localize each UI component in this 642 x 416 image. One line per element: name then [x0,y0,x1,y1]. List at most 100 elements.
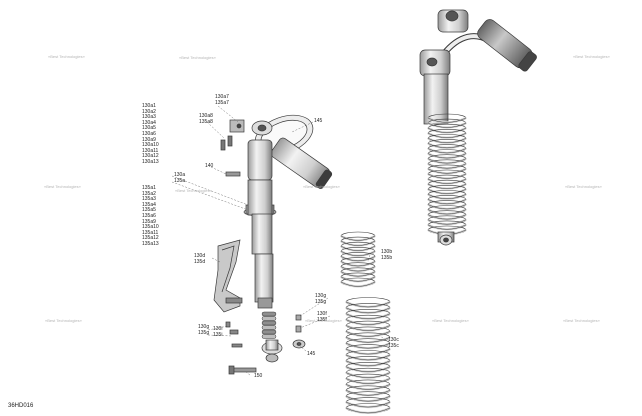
spring-130b-coil-edge [340,266,376,272]
spring-130c-coil-edge [345,366,391,372]
spring-130c-coil-edge [345,348,391,355]
assembled-spring-coil-edge [427,194,467,200]
spring-130c [345,297,391,415]
part-label: 135a7 [215,100,229,106]
spring-130c-coil-edge [345,313,391,319]
part-label: 130a8 [199,113,213,119]
part-label: 130g [315,293,327,299]
assembled-spring-coil-edge [427,209,467,215]
part-label: 130i [213,326,223,332]
part-label: 135a5 [142,207,156,214]
bump-stop-ridge [261,329,277,335]
part-label: 135a12 [142,235,159,242]
bump-stop [261,311,277,339]
part-label: 130a10 [142,142,159,149]
part-label: 135a2 [142,190,156,197]
part-label: 130a7 [215,94,229,100]
watermark: «Best Technologies» [565,184,602,189]
part-label: 135a13 [142,240,159,247]
part-label: 135a8 [199,119,213,125]
watermark: «Best Technologies» [563,318,600,323]
leader-lines [171,105,387,376]
assembled-spring-coil-edge [427,224,467,230]
part-label: 130a5 [142,125,156,132]
spring-130b-coil-edge [340,281,376,287]
part-label: 130a4 [142,119,156,126]
spring-130c-coil-edge [345,325,391,331]
part-label: 135f [317,317,327,323]
watermark: «Best Technologies» [45,318,82,323]
part-label: 130a2 [142,108,156,115]
part-label: 130a9 [142,136,156,143]
assembled-spring-coil-edge [427,148,467,154]
assembled-spring-coil-edge [427,133,467,138]
spring-130b-coil-edge [340,276,376,282]
part-label: 145 [307,351,316,357]
part-label: 135a1 [142,185,156,191]
spring-130c-coil-edge [345,390,391,396]
spring-130c-coil-edge [345,319,391,325]
assembled-spring-coil-edge [427,163,467,169]
spring-130c-coil-edge [345,360,391,367]
spring-130c-coil-edge [345,337,391,343]
spring-130c-coil-edge [345,301,391,308]
part-label: 140 [205,163,214,169]
spring-130c-coil-edge [345,378,391,384]
part-label: 150 [254,373,263,379]
part-label: 130c [388,337,399,343]
part-label: 135i [213,332,223,338]
spring-130b-coil-edge [340,256,376,262]
part-label: 130g [198,324,210,330]
watermark: «Best Technologies» [175,188,212,193]
part-label: 130d [194,253,206,259]
assembled-spring-coil-edge [427,168,467,174]
assembled-spring [427,113,467,236]
part-label: 130f [317,311,327,317]
watermark: «Best Technologies» [44,184,81,189]
assembled-spring-coil-edge [427,219,467,225]
part-label: 130a12 [142,153,159,160]
assembled-spring-coil-edge [427,122,467,128]
assembled-spring-coil-edge [427,143,467,149]
part-label: 135c [388,343,399,349]
assembled-spring-coil-edge [427,199,467,205]
assembled-spring-coil-edge [427,158,467,164]
assembled-spring-coil-edge [427,173,467,179]
spring-guide-bracket [213,239,243,313]
assembled-spring-coil-edge [427,153,467,159]
spring-130b-coil-edge [340,271,376,277]
spring-130b-coil-edge [340,240,376,246]
assembled-spring-coil-edge [427,138,467,144]
part-label: 135g [315,299,327,305]
part-label: 135a10 [142,224,159,231]
exploded-shock-body [220,114,333,375]
spring-130b-coil-edge [340,245,376,251]
bump-stop-ridge [261,325,277,330]
part-label: 130a [174,172,186,178]
spring-130c-coil-edge [345,331,391,337]
watermark: «Best Technologies» [179,55,216,60]
part-label: 135a [174,178,186,184]
spring-130c-coil-edge [345,307,391,314]
part-label: 130a11 [142,147,159,154]
assembled-spring-coil-edge [427,117,467,123]
spring-130c-coil-edge [345,401,391,408]
bump-stop-ridge [261,334,277,339]
part-label: 145 [314,118,323,124]
assembled-spring-coil-edge [427,204,467,210]
part-label: 135a6 [142,212,156,219]
spring-130b [340,231,376,288]
spring-130c-coil-edge [345,384,391,390]
part-label: 135a9 [142,218,156,225]
watermark: «Best Technologies» [48,54,85,59]
watermark: «Best Technologies» [305,318,342,323]
spring-130c-coil-edge [345,395,391,402]
part-label: 135a3 [142,196,156,203]
part-label: 135d [194,259,206,265]
watermark: «Best Technologies» [432,318,469,323]
watermark: «Best Technologies» [573,54,610,59]
spring-130c-coil-edge [345,342,391,349]
